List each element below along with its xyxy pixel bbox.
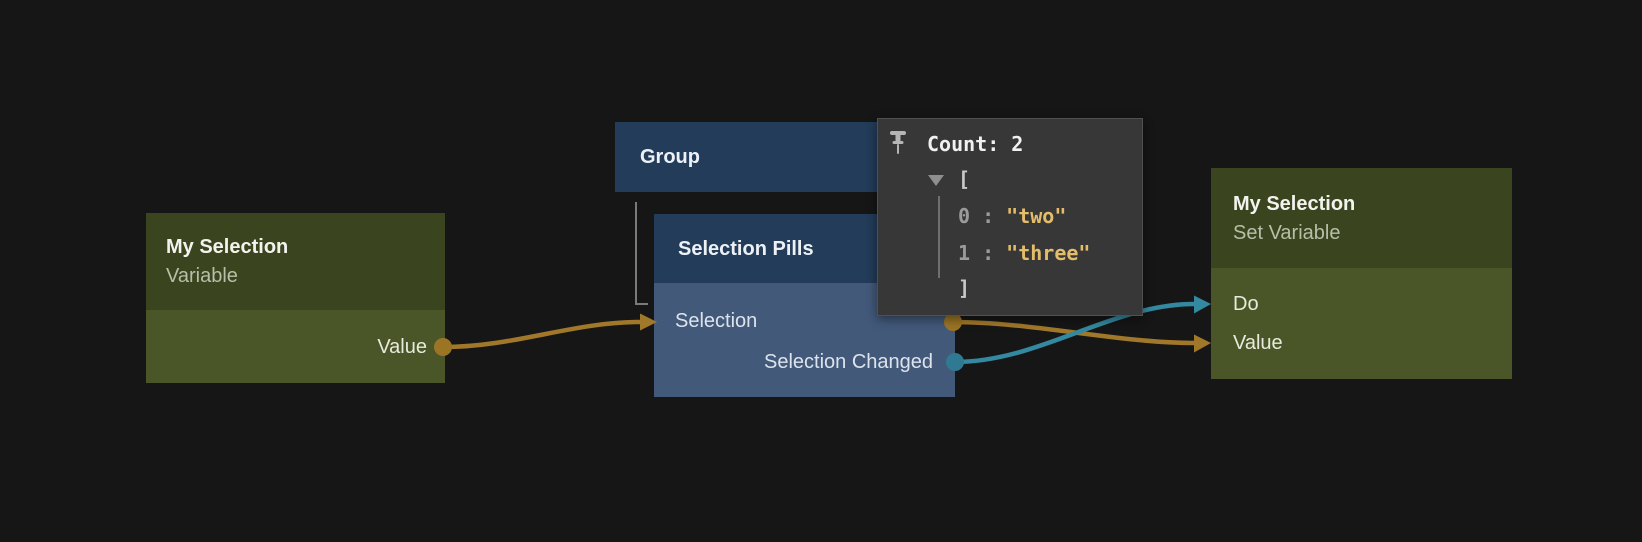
port-value-in[interactable]: Value: [1233, 332, 1283, 354]
pin-icon[interactable]: [889, 130, 907, 156]
port-dot-selection-changed-out[interactable]: [946, 353, 964, 371]
group-node[interactable]: Group: [615, 122, 877, 192]
port-selection-in[interactable]: Selection: [675, 310, 758, 332]
node-title: Selection Pills: [678, 237, 814, 260]
array-entry: 1 : "three": [958, 240, 1090, 266]
variable-node-body: Value: [146, 310, 445, 383]
wire-arrowhead-value: [1194, 334, 1211, 353]
collapse-triangle-icon[interactable]: [928, 175, 944, 186]
entry-value: "three": [1006, 241, 1091, 265]
port-dot-selection-out[interactable]: [944, 313, 962, 331]
node-title: Group: [640, 146, 700, 168]
port-do-in[interactable]: Do: [1233, 293, 1259, 315]
array-open-bracket: [: [958, 167, 971, 191]
set-variable-node-body: Do Value: [1211, 268, 1512, 379]
variable-node-header[interactable]: My Selection Variable: [146, 213, 445, 310]
inspector-count-label: Count: 2: [927, 132, 1024, 156]
node-subtitle: Set Variable: [1233, 222, 1341, 244]
node-title: My Selection: [1233, 193, 1356, 215]
entry-index: 1: [958, 241, 971, 265]
entry-colon: :: [970, 241, 1007, 265]
wire-selection-changed-to-do[interactable]: [954, 301, 1195, 365]
group-node-header[interactable]: Group: [615, 122, 877, 192]
value-inspector-tooltip[interactable]: Count: 2 [ 0 : "two" 1 : "three" ]: [877, 118, 1143, 316]
array-guide-line: [938, 196, 940, 278]
array-close-bracket: ]: [958, 276, 971, 300]
entry-index: 0: [958, 204, 971, 228]
entry-value: "two": [1006, 204, 1067, 228]
node-title: My Selection: [166, 236, 289, 258]
array-entry: 0 : "two": [958, 203, 1066, 229]
variable-node[interactable]: My Selection Variable Value: [146, 213, 445, 383]
set-variable-node[interactable]: My Selection Set Variable Do Value: [1211, 168, 1512, 379]
set-variable-node-header[interactable]: My Selection Set Variable: [1211, 168, 1512, 268]
group-child-connector-horizontal: [635, 303, 648, 305]
port-value-out[interactable]: Value: [377, 336, 427, 358]
port-selection-changed-out[interactable]: Selection Changed: [763, 351, 933, 373]
port-dot-value-out[interactable]: [434, 338, 452, 356]
wire-arrowhead-do: [1194, 295, 1211, 314]
wire-value-to-selection[interactable]: [442, 319, 641, 350]
node-subtitle: Variable: [166, 265, 238, 287]
entry-colon: :: [970, 204, 1007, 228]
group-child-connector-vertical: [635, 202, 637, 305]
